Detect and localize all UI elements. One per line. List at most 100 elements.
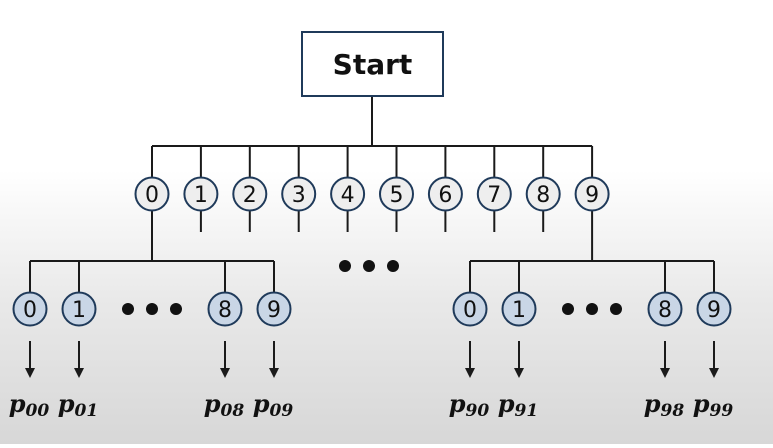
start-box: [301, 31, 444, 97]
probability-subscript: 00: [26, 401, 50, 421]
node-digit: 2: [243, 183, 257, 208]
probability-subscript: 91: [515, 401, 539, 421]
ellipsis-dot: [170, 303, 182, 315]
node-circle: [501, 291, 537, 327]
probability-base: p: [204, 389, 221, 418]
node-digit: 9: [267, 298, 281, 323]
node-circle: [256, 291, 292, 327]
probability-label: p90: [449, 389, 490, 421]
node-circle: [207, 291, 243, 327]
level1-node-2: 2: [232, 176, 268, 212]
level2-node-99: 9: [696, 291, 732, 327]
probability-base: p: [498, 389, 515, 418]
node-circle: [281, 176, 317, 212]
node-digit: 0: [145, 183, 159, 208]
ellipsis-group-9: [562, 303, 622, 315]
node-circle: [427, 176, 463, 212]
node-circle: [379, 176, 414, 212]
level2-node-90: 0: [452, 291, 488, 327]
ellipsis-dot: [363, 260, 375, 272]
probability-subscript: 08: [221, 401, 245, 421]
start-label: Start: [333, 48, 413, 81]
node-digit: 7: [487, 183, 501, 208]
ellipsis-dot: [387, 260, 399, 272]
connector-lines: [29, 96, 715, 293]
ellipsis-dot: [122, 303, 134, 315]
ellipsis-middle: [339, 260, 399, 272]
node-circle: [12, 291, 48, 327]
level1-node-7: 7: [476, 176, 512, 212]
level1-nodes: 0 1 2 3 4 5 6 7 8 9: [134, 176, 610, 212]
node-digit: 8: [536, 183, 550, 208]
node-digit: 8: [658, 298, 672, 323]
level1-node-4: 4: [330, 176, 366, 212]
node-circle: [330, 176, 366, 212]
ellipsis-dot: [339, 260, 351, 272]
node-digit: 3: [292, 183, 306, 208]
probability-base: p: [644, 389, 661, 418]
level1-node-0: 0: [134, 176, 170, 212]
probability-label: p08: [204, 389, 245, 421]
level2-node-91: 1: [501, 291, 537, 327]
ellipsis-dot: [562, 303, 574, 315]
probability-subscript: 09: [270, 401, 294, 421]
ellipsis-dot: [610, 303, 622, 315]
ellipsis-dot: [586, 303, 598, 315]
ellipsis-group-0: [122, 303, 182, 315]
probability-base: p: [9, 389, 26, 418]
node-circle: [476, 176, 512, 212]
node-digit: 0: [23, 298, 37, 323]
level1-node-8: 8: [525, 176, 561, 212]
node-circle: [183, 176, 219, 212]
node-digit: 8: [218, 298, 232, 323]
level1-node-1: 1: [183, 176, 219, 212]
probability-label: p00: [9, 389, 50, 421]
level1-node-3: 3: [281, 176, 317, 212]
probability-arrows: [25, 341, 719, 378]
probability-label: p09: [253, 389, 294, 421]
node-digit: 9: [585, 183, 599, 208]
node-digit: 5: [390, 183, 404, 208]
level2-node-08: 8: [207, 291, 243, 327]
node-digit: 6: [438, 183, 452, 208]
ellipsis-group: [122, 260, 622, 315]
probability-label: p91: [498, 389, 538, 421]
node-digit: 0: [463, 298, 477, 323]
level2-node-01: 1: [61, 291, 97, 327]
start-node: Start: [301, 31, 444, 97]
level2-node-09: 9: [256, 291, 292, 327]
probability-label: p98: [644, 389, 685, 421]
probability-base: p: [253, 389, 270, 418]
level1-node-6: 6: [427, 176, 463, 212]
node-circle: [134, 176, 170, 212]
node-circle: [647, 291, 683, 327]
ellipsis-dot: [146, 303, 158, 315]
node-circle: [696, 291, 732, 327]
node-digit: 1: [72, 298, 86, 323]
node-circle: [61, 291, 97, 327]
node-digit: 1: [194, 183, 208, 208]
probability-label: p01: [58, 389, 98, 421]
level1-node-5: 5: [379, 176, 414, 212]
node-circle: [232, 176, 268, 212]
node-circle: [452, 291, 488, 327]
probability-subscript: 99: [710, 401, 734, 421]
probability-label: p99: [693, 389, 734, 421]
level1-node-9: 9: [574, 176, 610, 212]
node-circle: [525, 176, 561, 212]
node-digit: 4: [341, 183, 355, 208]
probability-subscript: 01: [75, 401, 99, 421]
level2-node-00: 0: [12, 291, 48, 327]
probability-base: p: [693, 389, 710, 418]
node-circle: [574, 176, 610, 212]
node-digit: 9: [707, 298, 721, 323]
node-digit: 1: [512, 298, 526, 323]
probability-base: p: [58, 389, 75, 418]
level2-node-98: 8: [647, 291, 683, 327]
probability-subscript: 90: [466, 401, 490, 421]
probability-subscript: 98: [661, 401, 685, 421]
